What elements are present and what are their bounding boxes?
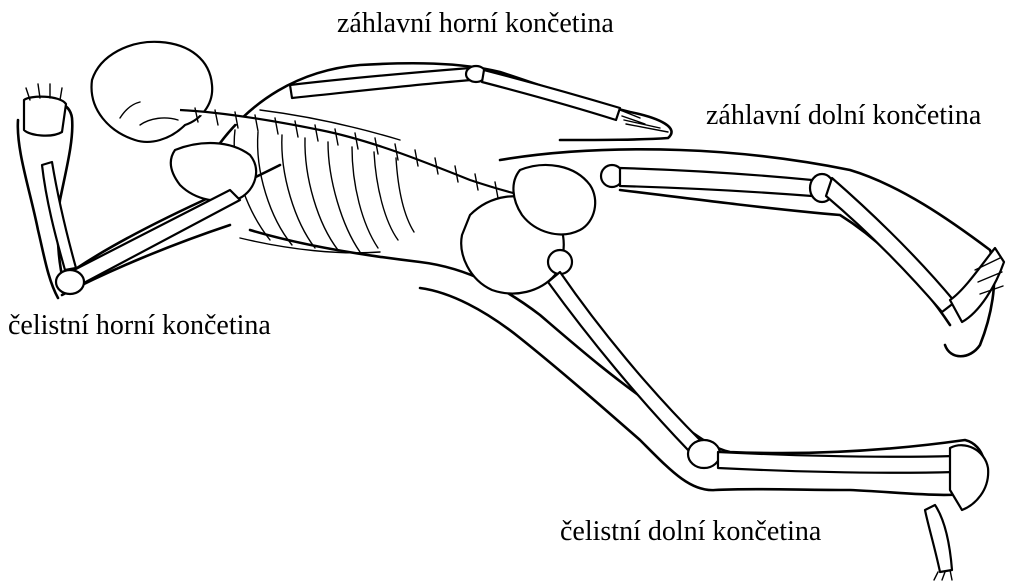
- label-facial-upper-limb: čelistní horní končetina: [8, 312, 271, 340]
- label-occipital-lower-limb: záhlavní dolní končetina: [706, 102, 981, 130]
- skull: [92, 42, 213, 142]
- shoulder-girdle: [171, 143, 256, 201]
- occipital-upper-limb-bones: [290, 66, 668, 132]
- label-facial-lower-limb: čelistní dolní končetina: [560, 518, 821, 546]
- occipital-lower-limb-bones: [620, 168, 1004, 322]
- label-occipital-upper-limb: záhlavní horní končetina: [337, 10, 614, 38]
